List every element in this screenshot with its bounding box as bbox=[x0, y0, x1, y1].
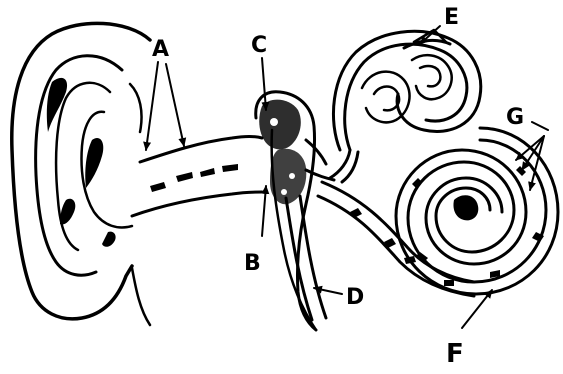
label-b: B bbox=[244, 251, 261, 276]
semicircular-canals bbox=[330, 30, 481, 182]
label-g: G bbox=[506, 105, 524, 130]
label-c: C bbox=[251, 33, 267, 58]
label-a: A bbox=[152, 37, 169, 62]
label-f: F bbox=[446, 339, 464, 369]
label-e: E bbox=[444, 5, 459, 30]
ear-canal bbox=[132, 137, 262, 217]
eustachian-tube bbox=[286, 196, 326, 320]
outer-ear-pinna bbox=[12, 23, 150, 325]
label-d: D bbox=[346, 285, 364, 310]
middle-ear-ossicles bbox=[256, 92, 334, 330]
